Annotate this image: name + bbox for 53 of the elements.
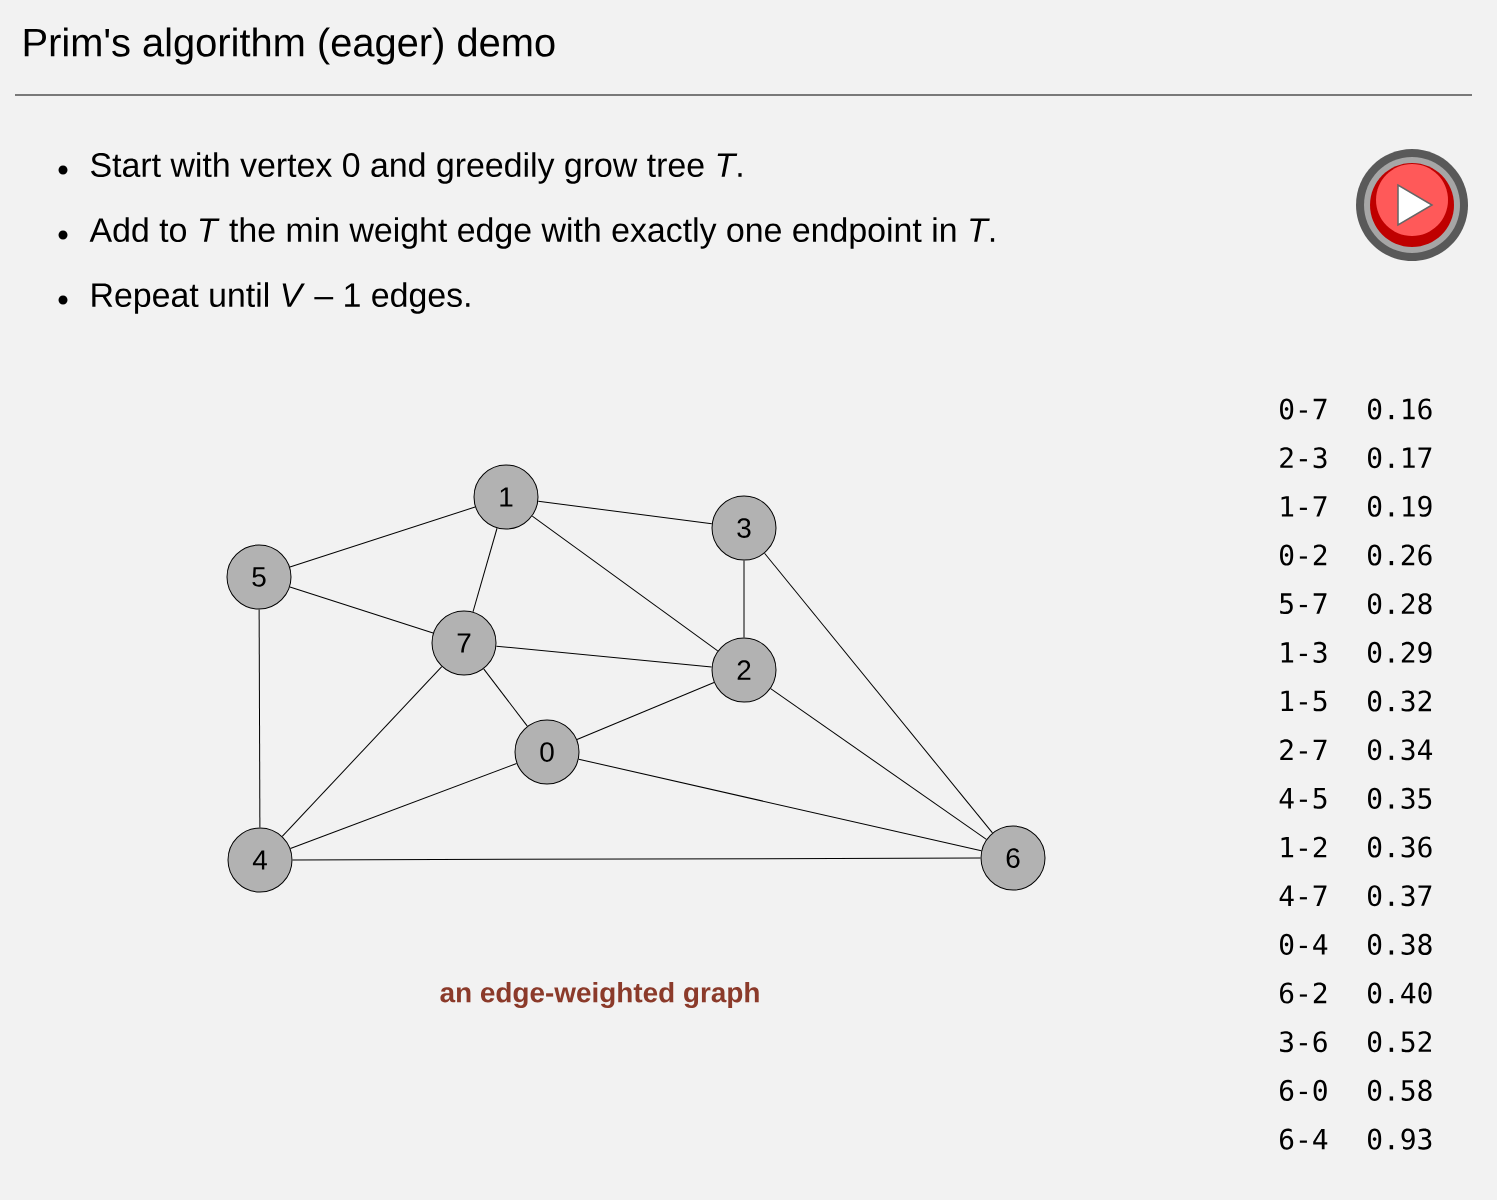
edge-weight: 0.28 <box>1368 593 1432 615</box>
edge-name: 1-7 <box>1281 496 1327 517</box>
edge-weight: 0.58 <box>1368 1079 1432 1101</box>
graph-edge <box>483 668 528 727</box>
edge-weight: 0.37 <box>1368 885 1432 907</box>
edge-weight: 0.32 <box>1368 690 1431 712</box>
graph-edge <box>472 527 498 613</box>
graph-edge <box>281 666 443 837</box>
edge-name: 5-7 <box>1280 593 1327 615</box>
graph-edge <box>495 645 713 668</box>
graph-edge <box>578 758 982 852</box>
edge-weight: 0.29 <box>1368 641 1432 663</box>
edge-name: 1-3 <box>1281 641 1327 663</box>
title: Prim's algorithm (eager) demo <box>24 27 555 65</box>
edge-name: 4-7 <box>1279 885 1327 906</box>
graph-edge <box>576 682 715 740</box>
edge-name: 0-2 <box>1280 544 1327 566</box>
edge-name: 0-7 <box>1280 398 1327 420</box>
edge-weight: 0.17 <box>1368 447 1432 469</box>
graph-edge <box>770 688 987 840</box>
edge-name: 0-4 <box>1280 933 1328 955</box>
edge-weight: 0.93 <box>1368 1128 1432 1150</box>
edge-weight: 0.40 <box>1368 982 1432 1004</box>
caption: an edge-weighted graph <box>440 981 759 1009</box>
bullet-item: Start with vertex 0 and greedily grow tree T. <box>91 152 742 184</box>
edge-name: 6-4 <box>1280 1128 1328 1150</box>
edge-weight: 0.19 <box>1368 495 1432 517</box>
edge-weight: 0.52 <box>1368 1031 1431 1053</box>
bullet-item: Repeat until V – 1 edges. <box>92 282 470 314</box>
graph-edge <box>292 857 981 861</box>
edge-weight: 0.34 <box>1368 739 1433 761</box>
edge-name: 6-0 <box>1280 1079 1327 1101</box>
graph-edge <box>289 506 476 568</box>
graph-edge <box>537 500 713 525</box>
graph-edge <box>258 609 261 828</box>
edge-name: 1-2 <box>1281 836 1327 858</box>
edge-name: 2-3 <box>1280 447 1327 469</box>
edge-name: 3-6 <box>1280 1031 1327 1053</box>
edge-weight: 0.35 <box>1368 787 1432 809</box>
graph-edge <box>743 560 745 638</box>
edge-weight: 0.36 <box>1368 836 1432 858</box>
edge-name: 4-5 <box>1279 788 1327 809</box>
graph-edge <box>531 515 719 652</box>
edge-weight: 0.26 <box>1368 544 1432 566</box>
graph-edge <box>289 762 518 850</box>
edge-name: 2-7 <box>1280 739 1327 761</box>
graph-edge <box>764 552 993 834</box>
graph-edge <box>289 586 434 634</box>
edge-name: 1-5 <box>1281 690 1327 712</box>
edge-name: 6-2 <box>1280 982 1327 1004</box>
bullet-item: Add to T the min weight edge with exactly one endpoint in T. <box>89 217 995 249</box>
edge-weight: 0.16 <box>1368 398 1432 420</box>
edge-weight: 0.38 <box>1368 933 1432 955</box>
